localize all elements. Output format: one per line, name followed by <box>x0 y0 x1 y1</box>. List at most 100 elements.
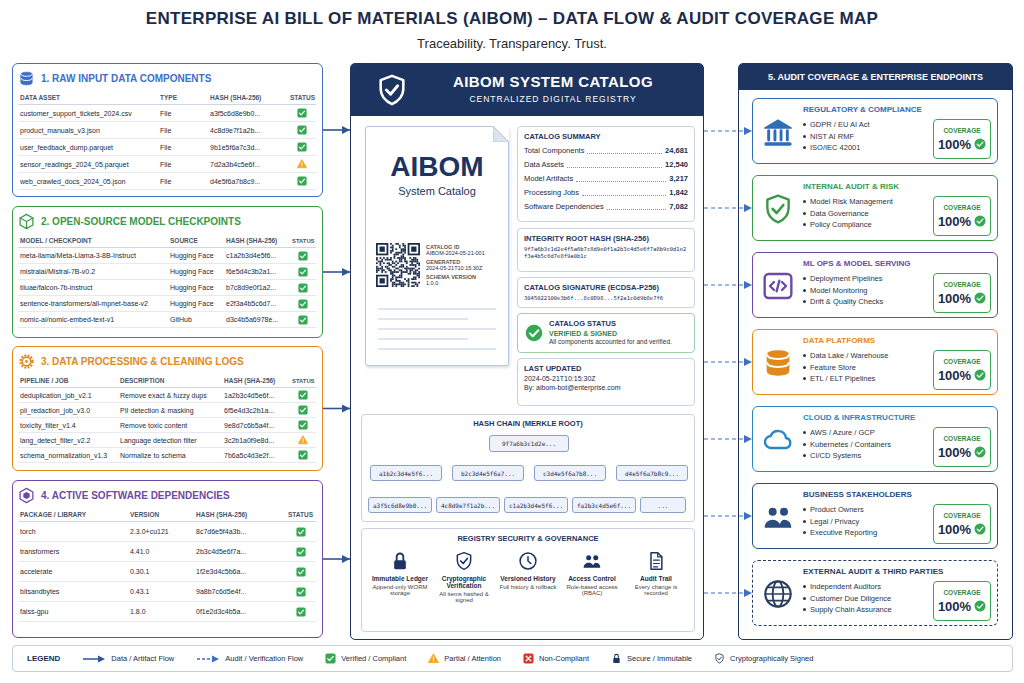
summary-label: Processing Jobs <box>524 186 579 199</box>
qr-code <box>376 243 420 287</box>
section-panel: 3. DATA PROCESSING & CLEANING LOGSPIPELI… <box>12 346 323 471</box>
merkle-leaf: c1a2b3d4e5f6... <box>504 497 568 513</box>
hash-value: b2c3d4e5f6a7... <box>461 470 515 477</box>
status-cell <box>290 388 316 403</box>
coverage-box: COVERAGE100% <box>933 427 991 467</box>
box-value: 2024-05-21T10:15:30Z <box>524 375 688 382</box>
audit-flow-arrow <box>704 515 752 516</box>
dotted-leader <box>582 195 666 196</box>
status-cell <box>290 248 316 264</box>
coverage-box: COVERAGE100% <box>933 196 991 236</box>
bullet-text: AWS / Azure / GCP <box>810 427 875 439</box>
table-cell: 6f5e4d3c2b1a... <box>222 403 290 418</box>
table-cell: accelerate <box>18 562 128 582</box>
table-cell: 2b3c4d5e6f7a... <box>194 542 286 562</box>
bullet-row: AWS / Azure / GCP <box>803 427 891 439</box>
coverage-box: COVERAGE100% <box>933 119 991 159</box>
table-cell: Hugging Face <box>168 296 224 312</box>
column-header: DESCRIPTION <box>118 374 222 388</box>
bullet-row: Deployment Pipelines <box>803 273 883 285</box>
section-title: 4. ACTIVE SOFTWARE DEPENDENCIES <box>41 490 230 501</box>
table-cell: 4c8d9e7f1a2b... <box>208 122 288 139</box>
hash-value: 4c8d9e7f1a2b... <box>441 502 495 509</box>
endpoint-card: COVERAGE100%BUSINESS STAKEHOLDERSProduct… <box>752 483 998 549</box>
governance-item: Versioned HistoryFull history & rollback <box>496 551 560 603</box>
legend-sample <box>196 655 220 663</box>
cube-icon <box>18 213 35 230</box>
bullet-text: Feature Store <box>810 362 856 374</box>
box-title: LAST UPDATED <box>524 364 688 373</box>
governance-title: Immutable Ledger <box>372 575 428 582</box>
table-cell: 7b6a5c4d3e2f... <box>222 448 290 463</box>
status-cell <box>288 139 316 156</box>
db-icon <box>762 347 794 379</box>
column-header: STATUS <box>286 508 316 522</box>
catalog-panel: AIBOMSystem CatalogCATALOG IDAIBOM-2024-… <box>350 63 704 640</box>
bullet-row: Independent Auditors <box>803 581 892 593</box>
column-header: MODEL / CHECKPOINT <box>18 234 168 248</box>
legend-title: LEGEND <box>27 654 60 663</box>
governance-item: Audit TrailEvery change is recorded <box>624 551 688 603</box>
shield-icon <box>714 653 725 664</box>
card-title: ML OPS & MODEL SERVING <box>803 259 911 268</box>
column-header: HASH (SHA-256) <box>208 91 288 105</box>
ok-icon <box>298 267 308 277</box>
governance-box: REGISTRY SECURITY & GOVERNANCE Immutable … <box>361 528 695 632</box>
section-panel: 1. RAW INPUT DATA COMPONENTSDATA ASSETTY… <box>12 63 323 197</box>
bullet-row: Executive Reporting <box>803 527 877 539</box>
governance-item: Access ControlRole-based access (RBAC) <box>560 551 624 603</box>
legend-item: Partial / Attention <box>428 653 501 664</box>
data-flow-arrow <box>323 129 350 131</box>
subtitle: Traceability. Transparency. Trust. <box>0 36 1024 51</box>
ok-icon <box>296 527 306 537</box>
table-cell: toxicity_filter_v1.4 <box>18 418 118 433</box>
table-cell: 4.41.0 <box>128 542 194 562</box>
dotted-leader <box>576 181 666 182</box>
status-cell <box>286 562 316 582</box>
coverage-value: 100% <box>938 522 971 537</box>
coverage-value: 100% <box>938 137 971 152</box>
coverage-label: COVERAGE <box>943 435 980 442</box>
okc-icon <box>974 369 986 381</box>
endpoint-card: COVERAGE100%CLOUD & INFRASTRUCTUREAWS / … <box>752 406 998 472</box>
bank-icon <box>762 116 794 148</box>
bullet-row: Model Risk Management <box>803 196 893 208</box>
warn-icon <box>428 653 439 664</box>
status-cell <box>290 418 316 433</box>
bullet-text: Customer Due Diligence <box>810 593 891 605</box>
okc-icon <box>974 446 986 458</box>
table-cell: web_crawled_docs_2024_05.json <box>18 173 158 190</box>
bullet-dot <box>803 277 806 280</box>
section-title: 2. OPEN-SOURCE MODEL CHECKPOINTS <box>41 216 241 227</box>
root-hash-box: INTEGRITY ROOT HASH (SHA-256)9f7a6b3c1d2… <box>517 228 695 272</box>
table-cell: a3f5c6d8e9b0... <box>208 105 288 122</box>
ok-icon <box>325 653 336 664</box>
coverage-label: COVERAGE <box>943 589 980 596</box>
people-icon <box>582 551 602 571</box>
table-cell: bitsandbytes <box>18 582 128 602</box>
globe-icon <box>762 578 794 610</box>
column-header: TYPE <box>158 91 208 105</box>
legend-text: Secure / Immutable <box>627 654 692 663</box>
card-title: BUSINESS STAKEHOLDERS <box>803 490 912 499</box>
box-title: REGISTRY SECURITY & GOVERNANCE <box>368 534 688 543</box>
table-cell: 8c7d6e5f4a3b... <box>194 522 286 542</box>
document-lines <box>378 305 498 355</box>
coverage-value: 100% <box>938 368 971 383</box>
dotted-leader <box>567 167 662 168</box>
bullet-row: Kubernetes / Containers <box>803 439 891 451</box>
merkle-node: a1b2c3d4e5f6... <box>370 465 442 481</box>
table-cell: meta-llama/Meta-Llama-3-8B-Instruct <box>18 248 168 264</box>
bullet-dot <box>803 508 806 511</box>
table-cell: Hugging Face <box>168 264 224 280</box>
governance-title: Versioned History <box>500 575 555 582</box>
status-value: VERIFIED & SIGNED <box>549 330 688 337</box>
legend-sample <box>82 655 106 663</box>
signature-box: CATALOG SIGNATURE (ECDSA-P256)3045022100… <box>517 277 695 308</box>
okc-icon <box>974 523 986 535</box>
legend-text: Cryptographically Signed <box>730 654 813 663</box>
clock-icon <box>518 551 538 571</box>
table-cell: sentence-transformers/all-mpnet-base-v2 <box>18 296 168 312</box>
ok-icon <box>297 125 307 135</box>
